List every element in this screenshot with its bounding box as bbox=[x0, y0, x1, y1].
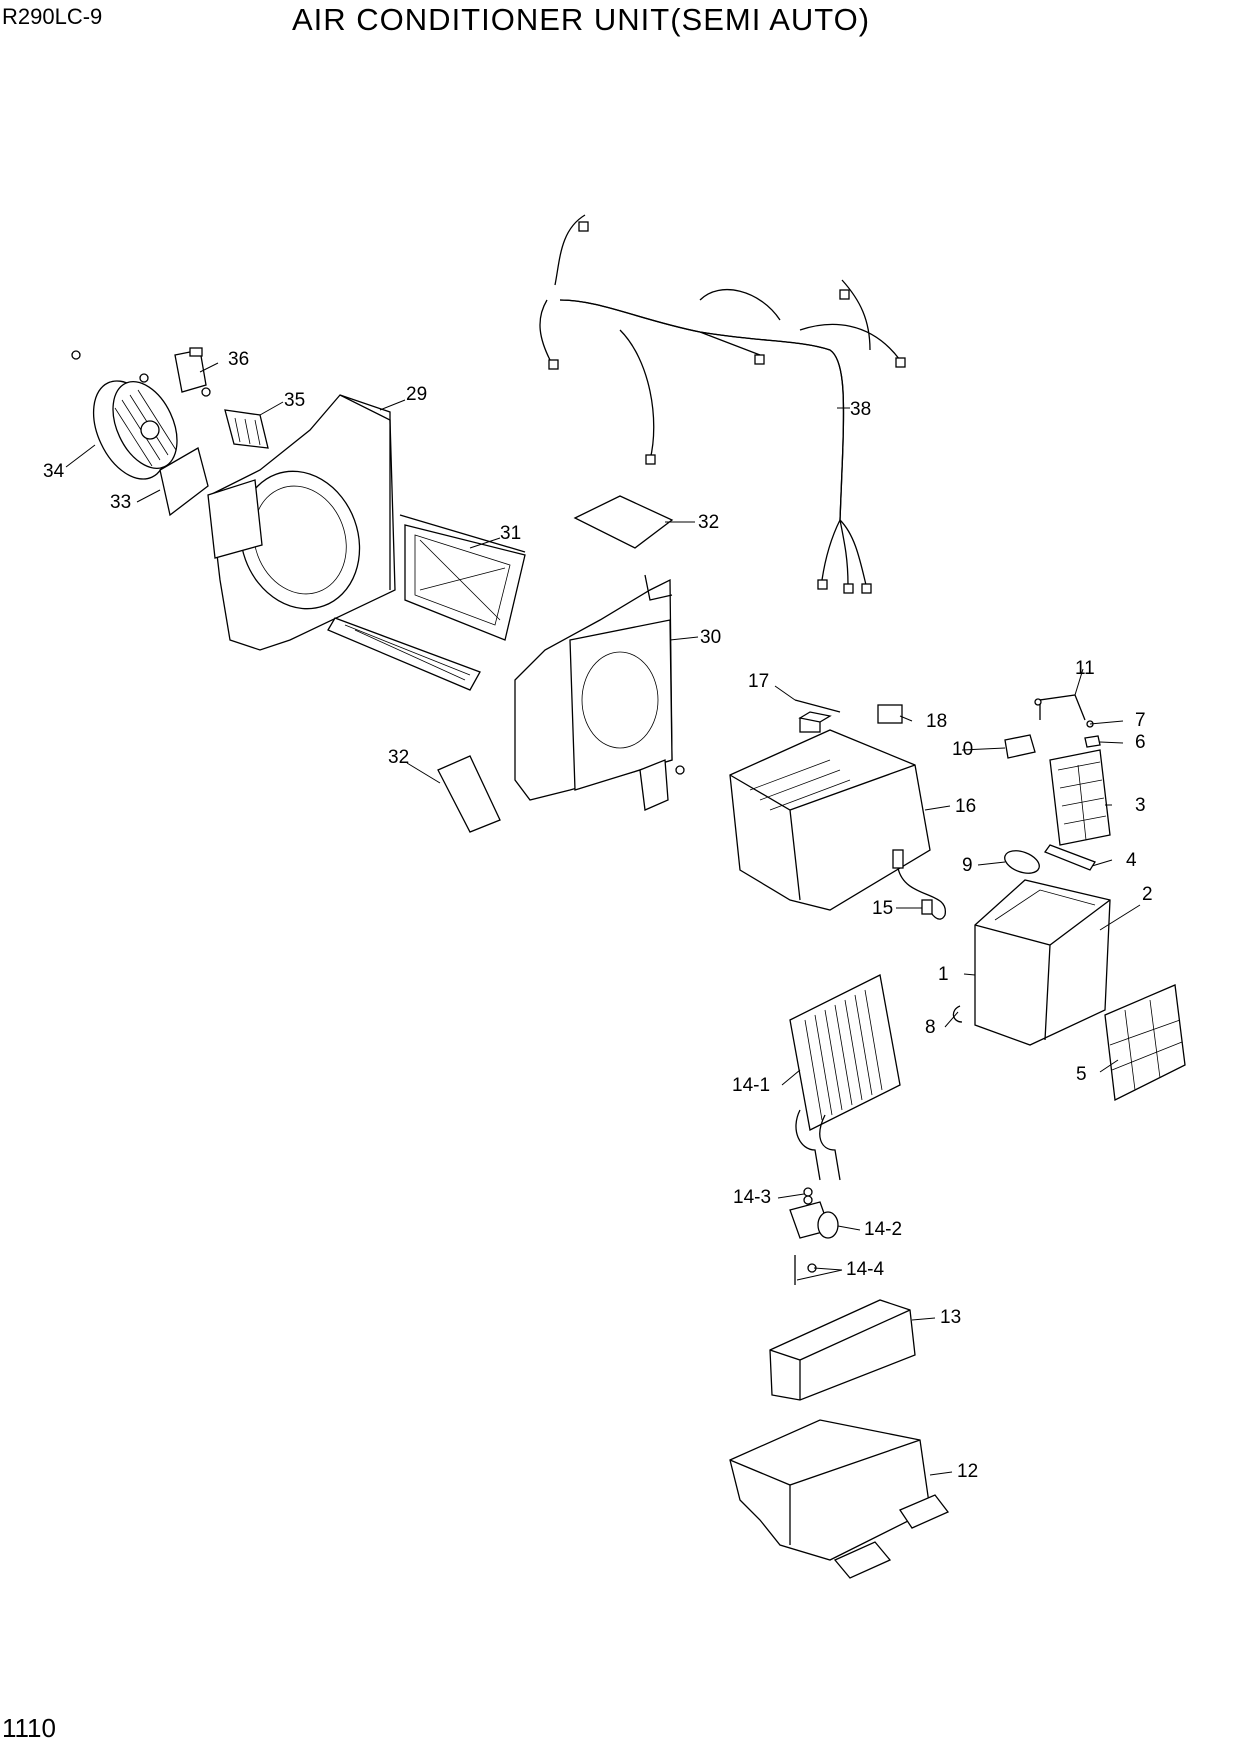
model-number: R290LC-9 bbox=[2, 4, 103, 29]
callout-11: 11 bbox=[1075, 658, 1095, 679]
callout-32-top: 32 bbox=[698, 512, 719, 533]
callout-3: 3 bbox=[1135, 795, 1146, 816]
callout-14-4: 14-4 bbox=[846, 1259, 884, 1280]
rod-17-part bbox=[794, 699, 841, 713]
gasket-32-top-part bbox=[573, 495, 674, 549]
callout-5: 5 bbox=[1076, 1064, 1087, 1085]
callout-31: 31 bbox=[500, 523, 521, 544]
wiring-harness-part bbox=[539, 214, 906, 594]
callout-15: 15 bbox=[872, 898, 893, 919]
main-housing-part bbox=[514, 574, 685, 811]
callout-12: 12 bbox=[957, 1461, 978, 1482]
leader-lines bbox=[65, 362, 1141, 1476]
callout-16: 16 bbox=[955, 796, 976, 817]
callout-34: 34 bbox=[43, 461, 65, 482]
page-number: 1110 bbox=[2, 1713, 56, 1743]
expansion-valve-part bbox=[789, 1201, 839, 1239]
callout-32-lower: 32 bbox=[388, 747, 409, 768]
callout-1: 1 bbox=[938, 964, 949, 985]
callout-2: 2 bbox=[1142, 884, 1153, 905]
callout-29: 29 bbox=[406, 384, 427, 405]
callout-30: 30 bbox=[700, 627, 721, 648]
blower-motor-part bbox=[92, 380, 178, 480]
callout-6: 6 bbox=[1135, 732, 1146, 753]
relay-18-part bbox=[877, 704, 903, 724]
case-1-part bbox=[974, 879, 1111, 1046]
callout-17: 17 bbox=[748, 671, 769, 692]
lower-case-12-part bbox=[729, 1419, 950, 1579]
callout-14-1: 14-1 bbox=[732, 1075, 770, 1096]
seal-4-part bbox=[1043, 844, 1096, 871]
part-9-part bbox=[1004, 850, 1040, 874]
resistor-part bbox=[224, 409, 269, 449]
recirc-door-part bbox=[327, 514, 526, 691]
callout-38: 38 bbox=[850, 399, 871, 420]
callout-13: 13 bbox=[940, 1307, 961, 1328]
drain-pan-13-part bbox=[769, 1299, 916, 1401]
callout-35: 35 bbox=[284, 390, 305, 411]
callout-labels: 1 2 3 4 5 6 7 8 9 10 11 12 13 14-1 14-2 … bbox=[43, 349, 1153, 1482]
callout-18: 18 bbox=[926, 711, 947, 732]
callout-9: 9 bbox=[962, 855, 973, 876]
gasket-32-lower-part bbox=[437, 755, 501, 833]
control-module-part bbox=[1004, 694, 1101, 759]
callout-7: 7 bbox=[1135, 710, 1146, 731]
blower-housing-part bbox=[207, 394, 396, 651]
evaporator-case-part bbox=[729, 711, 931, 911]
callout-8: 8 bbox=[925, 1017, 936, 1038]
callout-14-2: 14-2 bbox=[864, 1219, 902, 1240]
filter-3-part bbox=[1049, 749, 1111, 846]
evaporator-core-part bbox=[789, 974, 901, 1181]
callout-14-3: 14-3 bbox=[733, 1187, 771, 1208]
callout-36: 36 bbox=[228, 349, 249, 370]
callout-33: 33 bbox=[110, 492, 131, 513]
sensor-15-part bbox=[892, 849, 946, 920]
oring-bolt-part bbox=[794, 1187, 817, 1285]
actuator-part bbox=[71, 347, 211, 397]
clip-8-part bbox=[952, 1005, 963, 1023]
callout-10: 10 bbox=[952, 739, 973, 760]
callout-4: 4 bbox=[1126, 850, 1137, 871]
filter-5-part bbox=[1104, 984, 1186, 1101]
gasket-33-part bbox=[159, 447, 209, 517]
page-title: AIR CONDITIONER UNIT(SEMI AUTO) bbox=[292, 2, 871, 37]
